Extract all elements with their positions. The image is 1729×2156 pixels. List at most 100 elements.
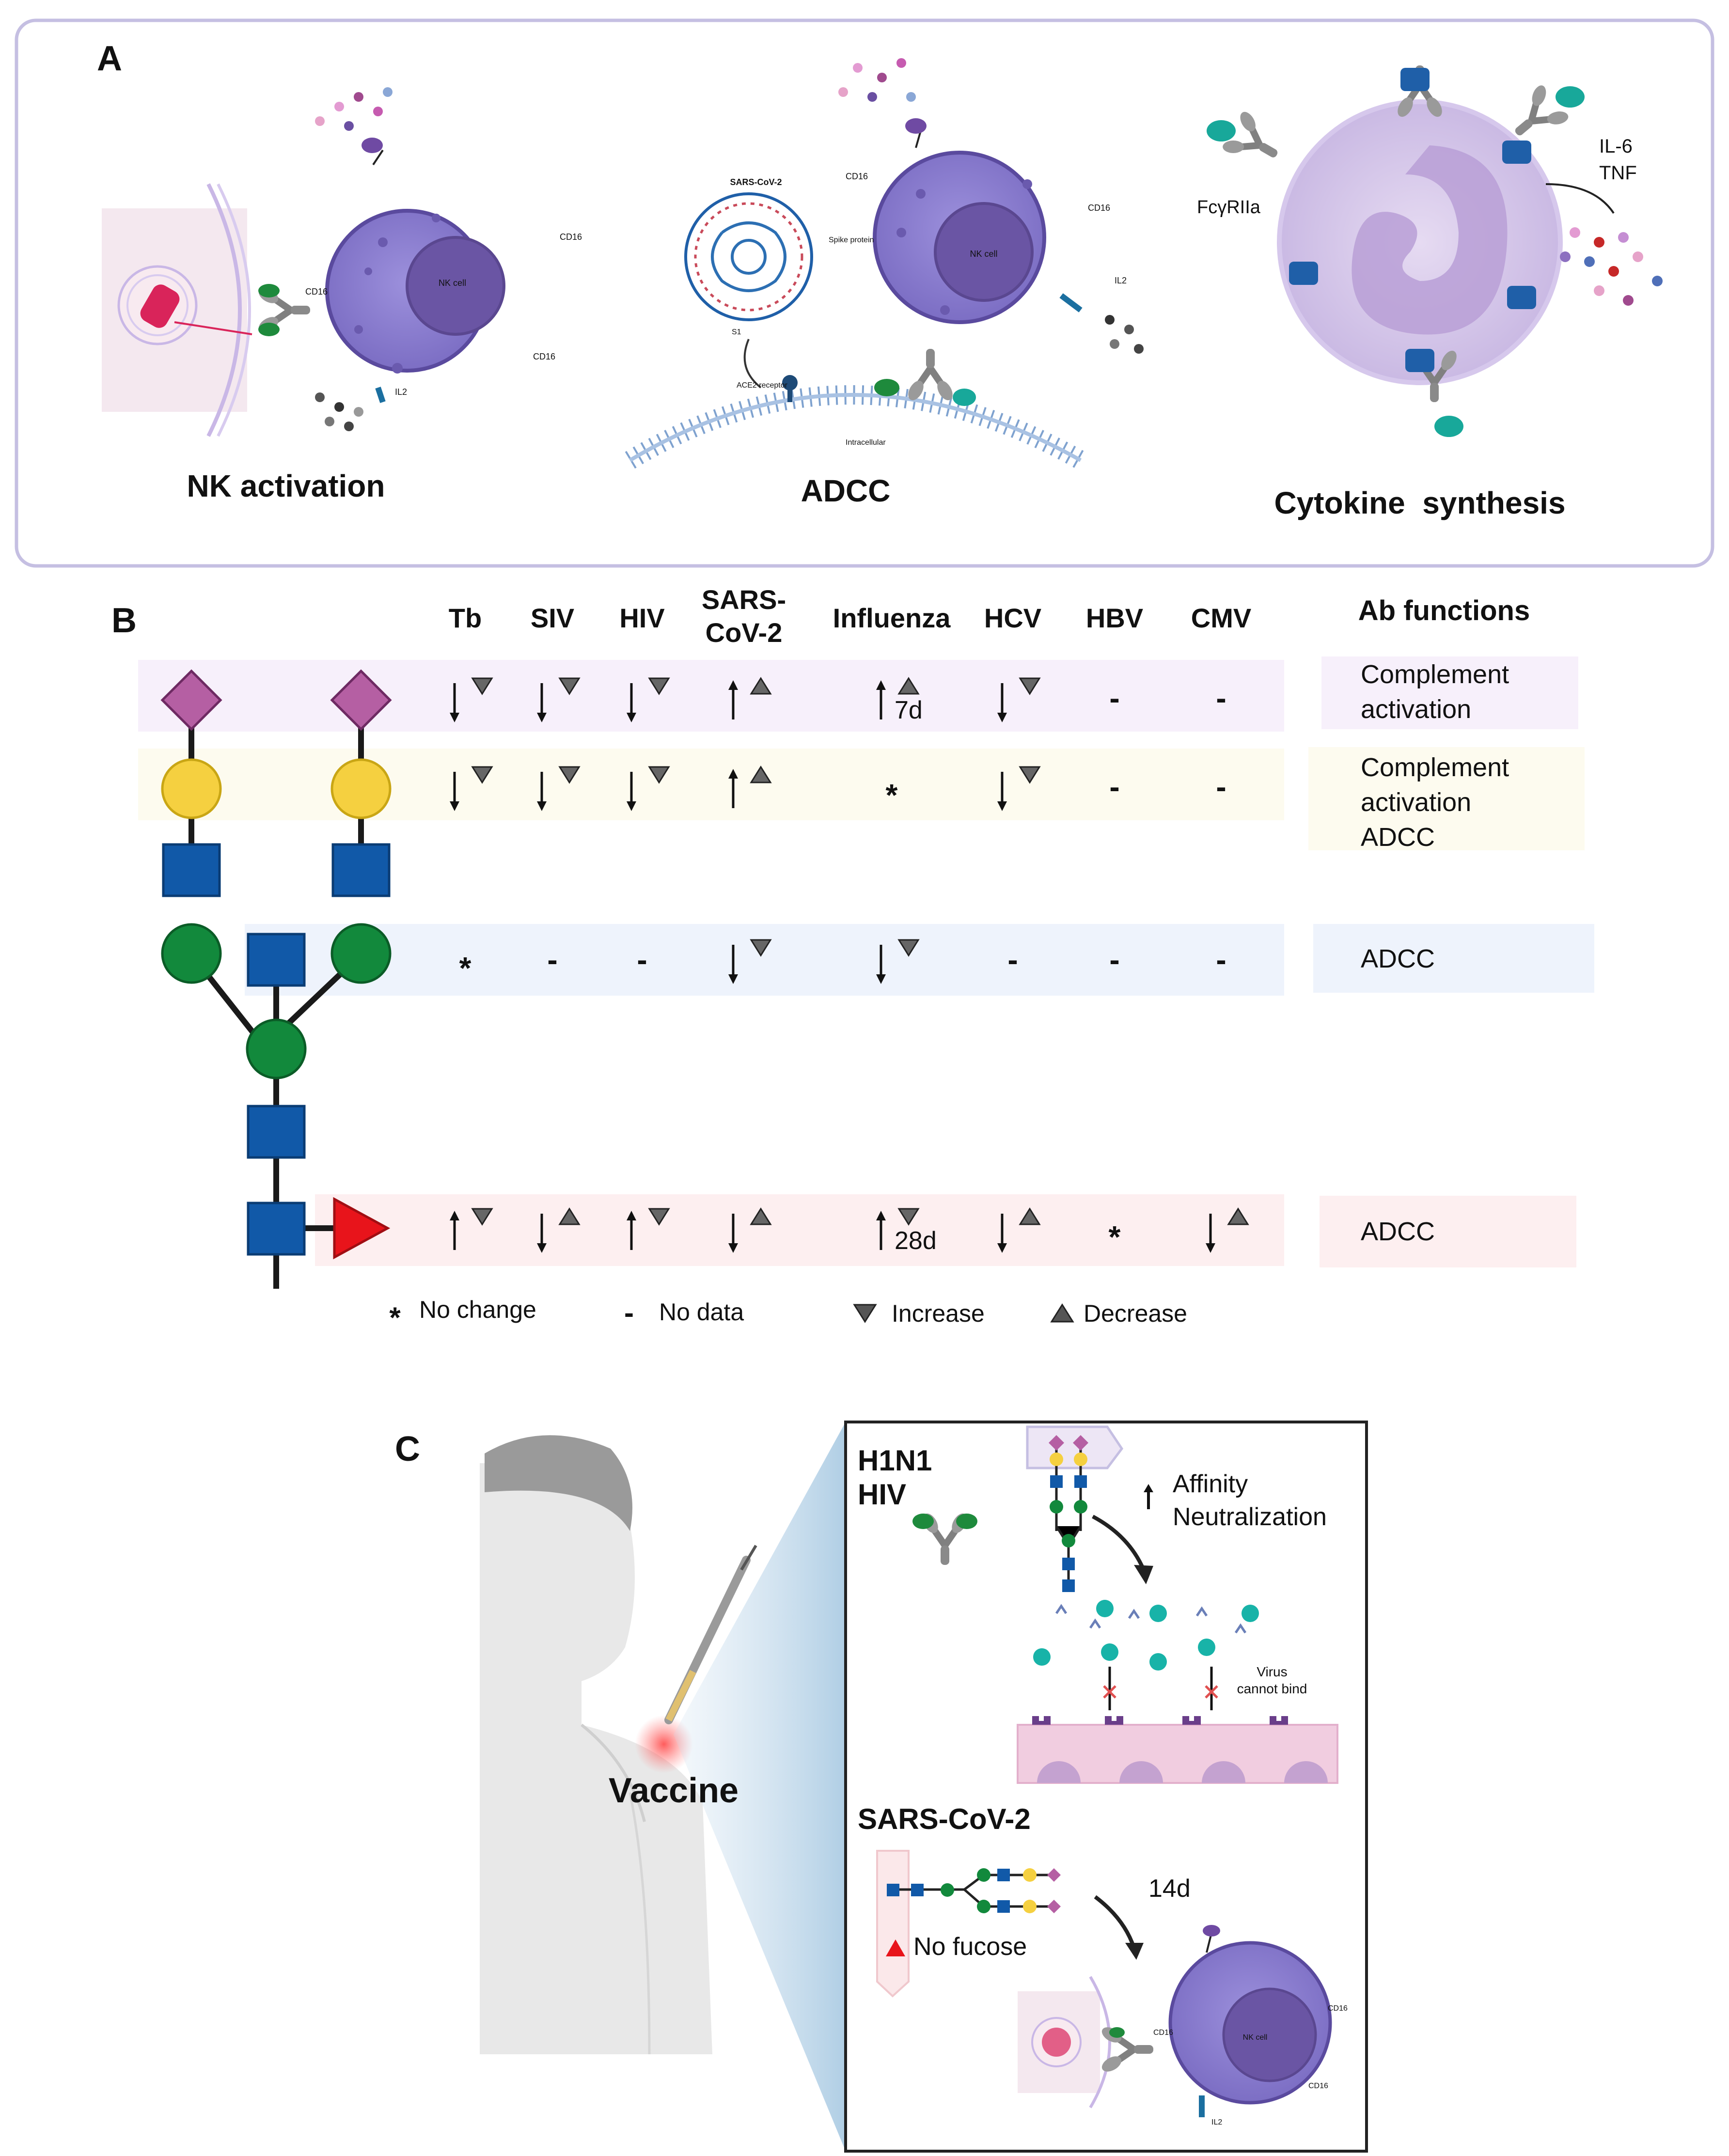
column-header-7: CMV: [1191, 603, 1251, 633]
cell-r0-c5-arrow-down: [997, 713, 1007, 722]
cell-r2-c5-symbol: -: [1007, 942, 1018, 977]
adcc-cd16-a: CD16: [846, 172, 868, 181]
nk-activation-title: NK activation: [187, 469, 385, 503]
cell-r3-c6-symbol: *: [1109, 1219, 1121, 1254]
function-r2-line0: ADCC: [1361, 944, 1435, 973]
cell-r0-c0-increase-marker: [471, 677, 493, 695]
cell-r1-c4-symbol: *: [886, 778, 898, 812]
adcc-ace2: ACE2 receptor: [737, 381, 788, 390]
box-il2: IL2: [1211, 2118, 1222, 2126]
row-bg-galactose: [138, 749, 1284, 820]
func-bg-2: [1308, 747, 1585, 850]
cell-r0-c2-increase-marker: [648, 677, 670, 695]
mannose-right: [330, 923, 392, 984]
cell-r1-c7-symbol: -: [1216, 769, 1226, 804]
cytokine-illustration: FcγRIIa IL-6 TNF: [1197, 65, 1663, 437]
neutralization-label: Neutralization: [1173, 1503, 1327, 1531]
column-header-6: HBV: [1086, 603, 1143, 633]
column-header-0: Tb: [449, 603, 482, 633]
cell-r0-c4-decrease-marker: [897, 677, 920, 695]
cell-r0-c7-symbol: -: [1216, 681, 1226, 716]
box-upper: H1N1 HIV Affinity Neutralization: [858, 1425, 1338, 1784]
glcnac-left: [162, 843, 221, 897]
function-r0-line1: activation: [1361, 695, 1471, 724]
cell-r2-c3-arrow-down: [728, 974, 738, 984]
mannose-left: [161, 923, 222, 984]
cell-r3-c0-arrow-up: [450, 1211, 459, 1220]
cell-r1-c0-arrow-down: [450, 801, 459, 811]
cell-r1-c0-increase-marker: [471, 766, 493, 784]
cytokine-il6: IL-6: [1599, 136, 1633, 157]
function-r0-line0: Complement: [1361, 660, 1509, 689]
cell-r3-c1-decrease-marker: [558, 1207, 581, 1225]
cell-r0-c4-arrow-up: [876, 680, 886, 690]
cell-r2-c4-increase-marker: [897, 939, 920, 957]
cell-r1-c1-arrow-down: [537, 801, 547, 811]
cytokine-receptor: FcγRIIa: [1197, 197, 1261, 218]
affinity-label: Affinity: [1173, 1470, 1248, 1498]
func-bg-3: [1313, 924, 1594, 993]
adcc-s1: S1: [732, 328, 741, 336]
adcc-cd16-b: CD16: [1088, 203, 1110, 213]
glcnac-core-2: [247, 1202, 306, 1256]
legend-nodata-symbol: -: [624, 1297, 634, 1329]
cell-r3-c0-increase-marker: [471, 1208, 493, 1226]
cell-r1-c5-increase-marker: [1019, 766, 1041, 784]
glycan-structure: [160, 669, 392, 1289]
cell-r3-c2-arrow-up: [627, 1211, 636, 1220]
nk-activation-illustration: NK cell CD16 CD16 CD16 IL2: [102, 87, 582, 437]
cell-r1-c5-arrow-down: [997, 801, 1007, 811]
cell-r0-c2-arrow-down: [627, 713, 636, 722]
no-fucose-icon: [886, 1939, 905, 1956]
cell-r3-c5-decrease-marker: [1019, 1207, 1041, 1225]
cell-r0-c3-arrow-up: [728, 680, 738, 690]
cell-r3-c4-note: 28d: [895, 1227, 937, 1255]
h1n1-label: H1N1: [858, 1444, 932, 1477]
cell-r0-c3-decrease-marker: [750, 677, 772, 695]
func-bg-4: [1320, 1196, 1576, 1267]
cell-r3-c3-decrease-marker: [750, 1207, 772, 1225]
zoom-cone: [674, 1422, 846, 2151]
legend-increase: Increase: [892, 1300, 985, 1327]
cell-r2-c0-symbol: *: [459, 951, 472, 985]
cell-r1-c2-increase-marker: [648, 766, 670, 784]
cell-r2-c2-symbol: -: [637, 942, 647, 977]
cell-r2-c1-symbol: -: [547, 942, 557, 977]
function-r3-line0: ADCC: [1361, 1217, 1435, 1246]
legend-nochange: No change: [419, 1296, 536, 1323]
adcc-il2: IL2: [1115, 276, 1127, 285]
adcc-spike: Spike protein: [829, 236, 874, 244]
box-cd16-b: CD16: [1328, 2004, 1348, 2013]
cell-r0-c4-note: 7d: [895, 696, 923, 724]
cell-r0-c6-symbol: -: [1109, 681, 1119, 716]
function-r1-line0: Complement: [1361, 753, 1509, 782]
cell-r2-c4-arrow-down: [876, 974, 886, 984]
legend-decrease: Decrease: [1084, 1300, 1187, 1327]
nk-cell-label: NK cell: [439, 278, 466, 288]
sialic-acid-right: [330, 669, 392, 731]
column-header-2: HIV: [619, 603, 664, 633]
cell-r1-c3-decrease-marker: [750, 766, 772, 783]
box-lower: SARS-CoV-2 No fucose 14d NK cell CD16 CD…: [858, 1803, 1348, 2126]
glcnac-core-1: [247, 1105, 306, 1159]
column-header-4: Influenza: [833, 603, 951, 633]
sialic-acid-left: [160, 669, 222, 731]
cell-r3-c5-arrow-down: [997, 1243, 1007, 1253]
virus-cannot-bind-line2: cannot bind: [1237, 1681, 1307, 1696]
panel-b-label: B: [111, 601, 137, 640]
function-labels: ComplementactivationComplementactivation…: [1361, 660, 1509, 1246]
cell-r2-c3-increase-marker: [750, 939, 772, 957]
cell-r3-c4-arrow-up: [876, 1211, 886, 1220]
cell-r0-c0-arrow-down: [450, 713, 459, 722]
functions-header: Ab functions: [1358, 595, 1530, 626]
row-bg-fucose: [315, 1194, 1284, 1266]
galactose-right: [330, 758, 392, 819]
legend-decrease-icon: [1050, 1303, 1074, 1323]
panel-c-label: C: [395, 1430, 420, 1469]
bisecting-glcnac: [247, 933, 306, 987]
nk-cd16-b: CD16: [560, 232, 582, 242]
nk-il2: IL2: [395, 387, 407, 397]
panel-a-label: A: [97, 39, 122, 78]
cell-r2-c7-symbol: -: [1216, 942, 1226, 977]
